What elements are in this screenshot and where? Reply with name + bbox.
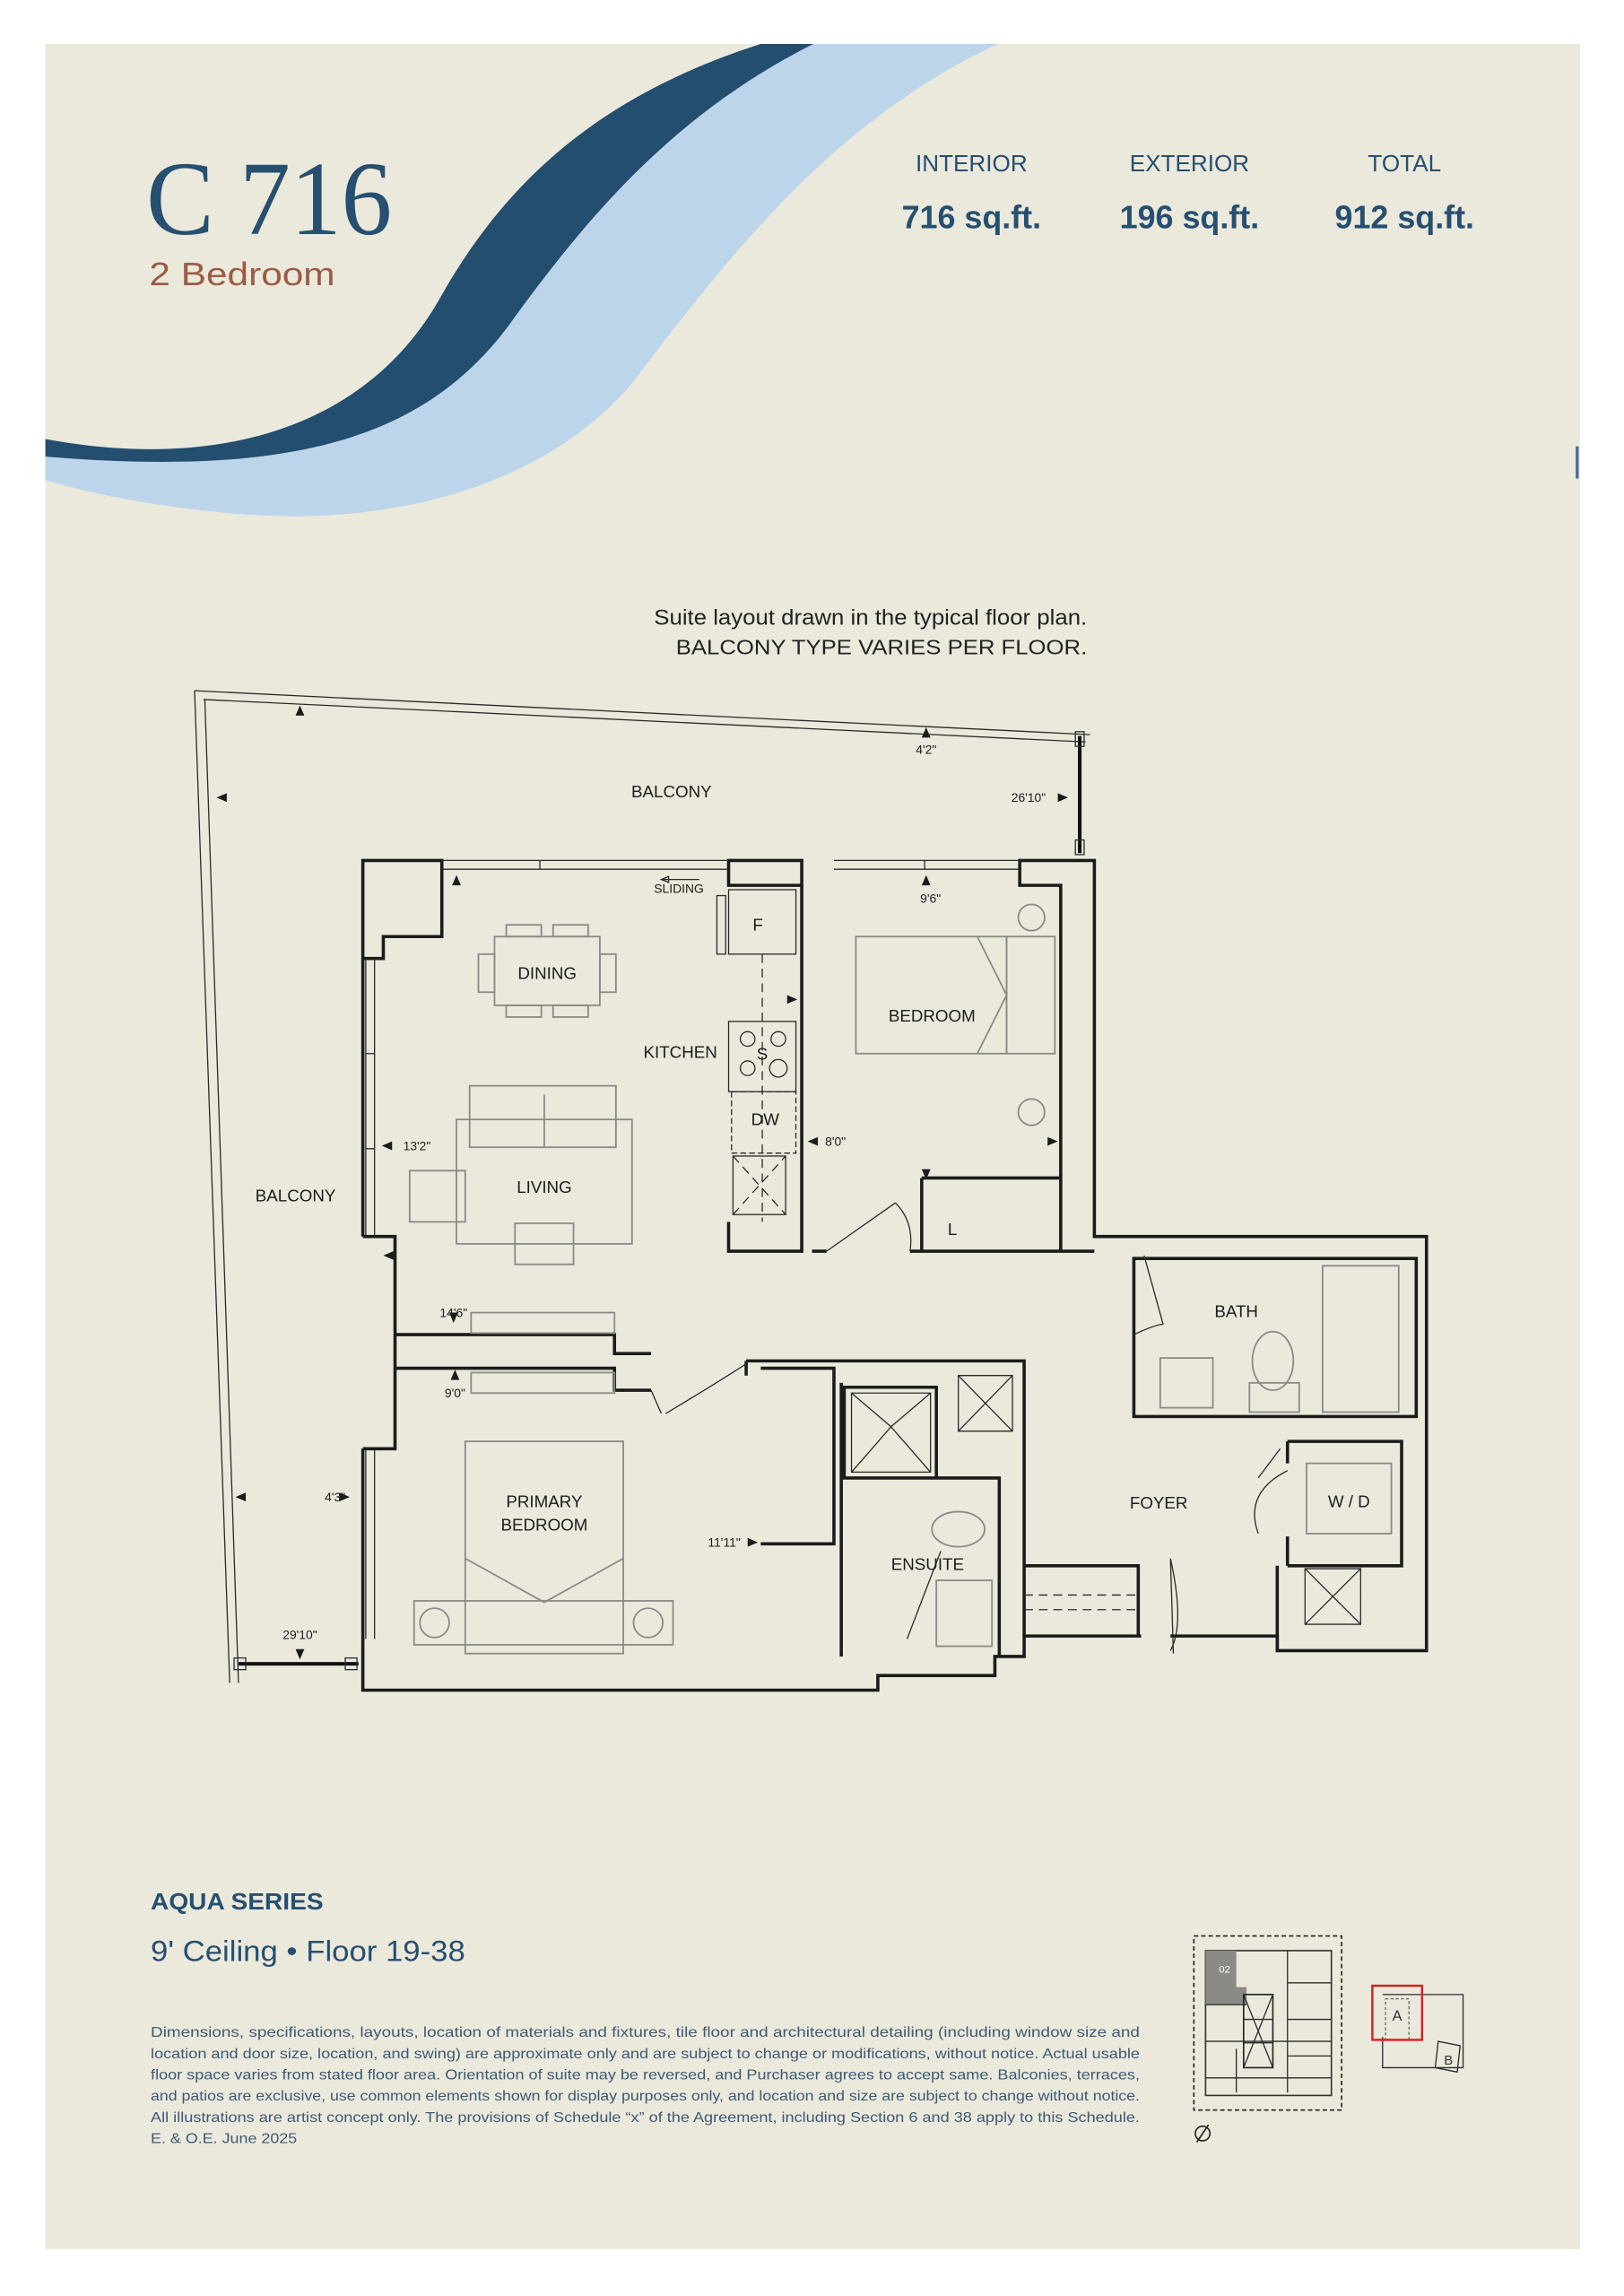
floor-plan: BALCONY BALCONY DINING KITCHEN BEDROOM L… (194, 690, 1429, 1692)
dim-8-0: 8'0" (825, 1135, 846, 1149)
label-kitchen: KITCHEN (644, 1043, 717, 1062)
suite-number: 02 (1219, 1964, 1230, 1975)
sheet-background (45, 44, 1581, 2249)
tower-a-label: A (1393, 2008, 1403, 2024)
dim-13-2: 13'2" (404, 1138, 431, 1152)
label-stove: S (757, 1044, 769, 1063)
disclaimer-line: and patios are exclusive, use common ele… (151, 2089, 1140, 2104)
label-bedroom: BEDROOM (889, 1006, 976, 1025)
label-foyer: FOYER (1130, 1493, 1188, 1512)
dim-4-2: 4'2" (916, 742, 936, 756)
disclaimer-line: floor space varies from stated floor are… (151, 2067, 1140, 2083)
exterior-walls (360, 858, 1429, 1692)
site-key: A B (1371, 1984, 1464, 2074)
ceiling-floor: 9' Ceiling • Floor 19-38 (151, 1934, 465, 1967)
series-name: AQUA SERIES (151, 1888, 324, 1915)
disclaimer: Dimensions, specifications, layouts, loc… (151, 2025, 1140, 2146)
wave-decoration (45, 44, 1579, 517)
balcony-outline (194, 690, 1090, 1683)
area-summary: INTERIOR 716 sq.ft. EXTERIOR 196 sq.ft. … (902, 150, 1474, 236)
disclaimer-line: location and door size, location, and sw… (151, 2047, 1140, 2062)
exterior-label: EXTERIOR (1130, 150, 1249, 177)
tower-b-label: B (1444, 2054, 1453, 2068)
exterior-value: 196 sq.ft. (1120, 200, 1260, 236)
label-sliding: SLIDING (654, 881, 703, 895)
layout-note: Suite layout drawn in the typical floor … (654, 606, 1087, 631)
highlighted-suite (1205, 1950, 1247, 2005)
suite-type: 2 Bedroom (149, 257, 334, 292)
furniture (408, 903, 1400, 1655)
interior-value: 716 sq.ft. (902, 200, 1042, 236)
interior-label: INTERIOR (916, 150, 1028, 177)
label-fridge: F (752, 916, 762, 935)
balcony-note: BALCONY TYPE VARIES PER FLOOR. (676, 635, 1087, 658)
kitchen-fixtures (716, 889, 797, 1222)
label-primary-1: PRIMARY (506, 1492, 583, 1511)
dim-11-11: 11'11" (708, 1535, 740, 1550)
north-compass-icon (1194, 2124, 1211, 2144)
label-primary-2: BEDROOM (500, 1516, 587, 1535)
label-bath: BATH (1214, 1301, 1258, 1320)
total-label: TOTAL (1368, 150, 1441, 177)
label-linen: L (948, 1220, 957, 1239)
total-value: 912 sq.ft. (1335, 200, 1475, 236)
suite-name: C 716 (146, 141, 392, 257)
tower-a-highlight (1371, 1984, 1424, 2041)
disclaimer-line: Dimensions, specifications, layouts, loc… (151, 2025, 1140, 2040)
dim-29-10: 29'10" (282, 1627, 317, 1641)
dim-9-0: 9'0" (445, 1386, 465, 1400)
label-dining: DINING (517, 964, 577, 983)
key-plan: 02 A B (1193, 1935, 1464, 2144)
label-wd: W / D (1328, 1492, 1370, 1511)
disclaimer-line: All illustrations are artist concept onl… (151, 2110, 1140, 2126)
disclaimer-line: E. & O.E. June 2025 (151, 2131, 297, 2146)
label-balcony-top: BALCONY (631, 782, 712, 801)
dim-14-6: 14'6" (439, 1305, 467, 1319)
label-living: LIVING (517, 1178, 571, 1196)
label-ensuite: ENSUITE (891, 1555, 964, 1574)
label-dishwasher: DW (751, 1110, 780, 1129)
dim-26-10: 26'10" (1012, 790, 1046, 804)
label-balcony-left: BALCONY (256, 1187, 336, 1205)
dim-9-6: 9'6" (920, 891, 941, 906)
